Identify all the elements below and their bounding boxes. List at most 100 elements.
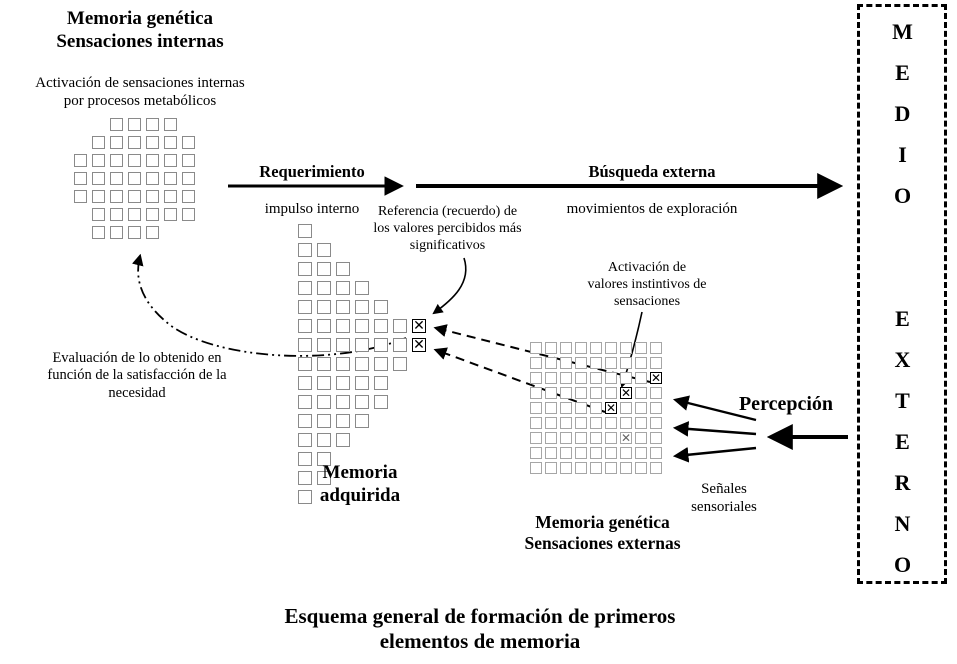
memory-cell-activated: ✕ xyxy=(605,401,617,415)
memory-cell xyxy=(355,376,369,390)
memory-cell xyxy=(575,447,587,459)
memory-cell xyxy=(545,402,557,414)
memory-cell xyxy=(355,414,369,428)
memory-cell xyxy=(298,319,312,333)
memory-cell xyxy=(128,208,141,221)
memory-cell xyxy=(620,417,632,429)
memory-cell xyxy=(336,357,350,371)
memory-cell xyxy=(317,281,331,295)
memory-cell xyxy=(128,190,141,203)
memory-cell xyxy=(146,172,159,185)
memory-cell xyxy=(605,447,617,459)
memory-cell xyxy=(590,447,602,459)
memory-cell xyxy=(298,243,312,257)
memory-cell xyxy=(635,432,647,444)
memory-cell xyxy=(560,387,572,399)
memory-cell xyxy=(164,172,177,185)
memory-cell xyxy=(298,376,312,390)
memory-cell xyxy=(317,243,331,257)
title-memoria-genetica-internas: Memoria genética Sensaciones internas xyxy=(56,8,224,52)
memory-cell xyxy=(164,118,177,131)
memory-cell xyxy=(393,357,407,371)
memory-cell xyxy=(575,357,587,369)
memory-cell xyxy=(620,402,632,414)
memory-cell xyxy=(575,387,587,399)
grid-sensaciones-externas: ✕✕✕✕ xyxy=(530,342,665,477)
memory-cell xyxy=(110,118,123,131)
memory-cell xyxy=(128,154,141,167)
memory-cell xyxy=(393,338,407,352)
memory-cell xyxy=(590,342,602,354)
memory-cell xyxy=(590,387,602,399)
memory-cell xyxy=(545,342,557,354)
memory-cell xyxy=(317,338,331,352)
memory-cell xyxy=(650,417,662,429)
memory-cell xyxy=(92,208,105,221)
memory-cell xyxy=(560,432,572,444)
grid-sensaciones-internas xyxy=(74,118,200,244)
memory-cell xyxy=(74,154,87,167)
memory-cell xyxy=(110,172,123,185)
memory-cell xyxy=(545,387,557,399)
memory-cell xyxy=(575,432,587,444)
memory-cell xyxy=(355,281,369,295)
memory-cell xyxy=(146,208,159,221)
memory-cell-activated: ✕ xyxy=(620,386,632,400)
memory-cell xyxy=(635,372,647,384)
memory-cell xyxy=(298,357,312,371)
medio-externo-label: MEDIO EXTERNO xyxy=(890,19,915,593)
memory-cell xyxy=(374,300,388,314)
memory-cell xyxy=(605,387,617,399)
memory-cell-activated: ✕ xyxy=(412,337,426,353)
label-busqueda-externa: Búsqueda externa movimientos de explorac… xyxy=(522,144,782,218)
caption: Esquema general de formación de primeros… xyxy=(284,604,676,654)
senal-arrow-3 xyxy=(672,446,757,463)
memory-cell xyxy=(164,154,177,167)
memory-cell xyxy=(620,342,632,354)
memory-cell xyxy=(635,447,647,459)
memory-cell xyxy=(560,357,572,369)
memory-cell xyxy=(128,226,141,239)
memory-cell xyxy=(560,462,572,474)
memory-cell xyxy=(590,357,602,369)
memory-cell xyxy=(545,462,557,474)
memory-cell-activated: ✕ xyxy=(620,431,632,445)
memory-cell xyxy=(635,357,647,369)
memory-cell xyxy=(530,462,542,474)
memory-cell xyxy=(146,136,159,149)
busqueda-sub: movimientos de exploración xyxy=(566,200,738,217)
memory-cell xyxy=(650,387,662,399)
title-memoria-adquirida: Memoria adquirida xyxy=(319,462,401,506)
memory-cell xyxy=(128,136,141,149)
memory-cell xyxy=(182,154,195,167)
memory-cell xyxy=(605,432,617,444)
memory-cell xyxy=(164,208,177,221)
memory-cell xyxy=(74,172,87,185)
label-senales-sensoriales: Señales sensoriales xyxy=(691,481,757,515)
subtitle-activacion-metabolica: Activación de sensaciones internas por p… xyxy=(35,75,245,109)
memory-cell xyxy=(355,319,369,333)
memory-cell xyxy=(605,372,617,384)
memory-cell xyxy=(128,172,141,185)
memory-cell xyxy=(590,402,602,414)
memory-cell xyxy=(590,432,602,444)
memory-cell xyxy=(317,395,331,409)
memory-cell xyxy=(355,338,369,352)
memory-cell xyxy=(336,281,350,295)
memory-cell xyxy=(298,395,312,409)
label-requerimiento: Requerimiento impulso interno xyxy=(232,144,392,218)
memory-cell xyxy=(575,372,587,384)
memory-cell xyxy=(650,402,662,414)
title-percepcion: Percepción xyxy=(738,393,834,415)
memory-cell xyxy=(590,417,602,429)
memory-cell xyxy=(545,372,557,384)
memory-cell xyxy=(650,357,662,369)
memory-cell xyxy=(298,490,312,504)
memory-cell xyxy=(336,338,350,352)
memory-cell xyxy=(336,319,350,333)
memory-cell xyxy=(146,226,159,239)
memory-cell xyxy=(164,190,177,203)
memory-cell xyxy=(545,417,557,429)
memory-cell xyxy=(620,372,632,384)
